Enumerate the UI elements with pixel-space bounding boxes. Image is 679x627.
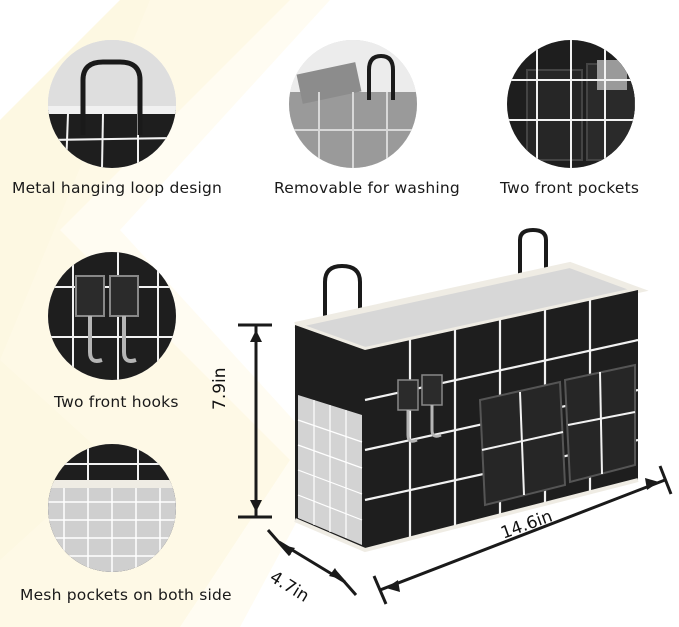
caption-mesh-pockets: Mesh pockets on both side (20, 586, 232, 604)
detail-circle-front-pockets (507, 40, 635, 168)
front-pockets-detail-image (507, 40, 635, 168)
caption-metal-loop: Metal hanging loop design (12, 179, 223, 197)
detail-circle-mesh-pockets (48, 444, 176, 572)
caption-front-hooks: Two front hooks (54, 393, 179, 411)
caption-front-pockets: Two front pockets (500, 179, 640, 197)
detail-circle-front-hooks (48, 252, 176, 380)
height-dimension-label: 7.9in (210, 367, 230, 410)
detail-circle-metal-loop (48, 40, 176, 168)
front-hooks-detail-image (48, 252, 176, 380)
organizer-product-image (293, 227, 649, 553)
caption-removable: Removable for washing (274, 179, 460, 197)
